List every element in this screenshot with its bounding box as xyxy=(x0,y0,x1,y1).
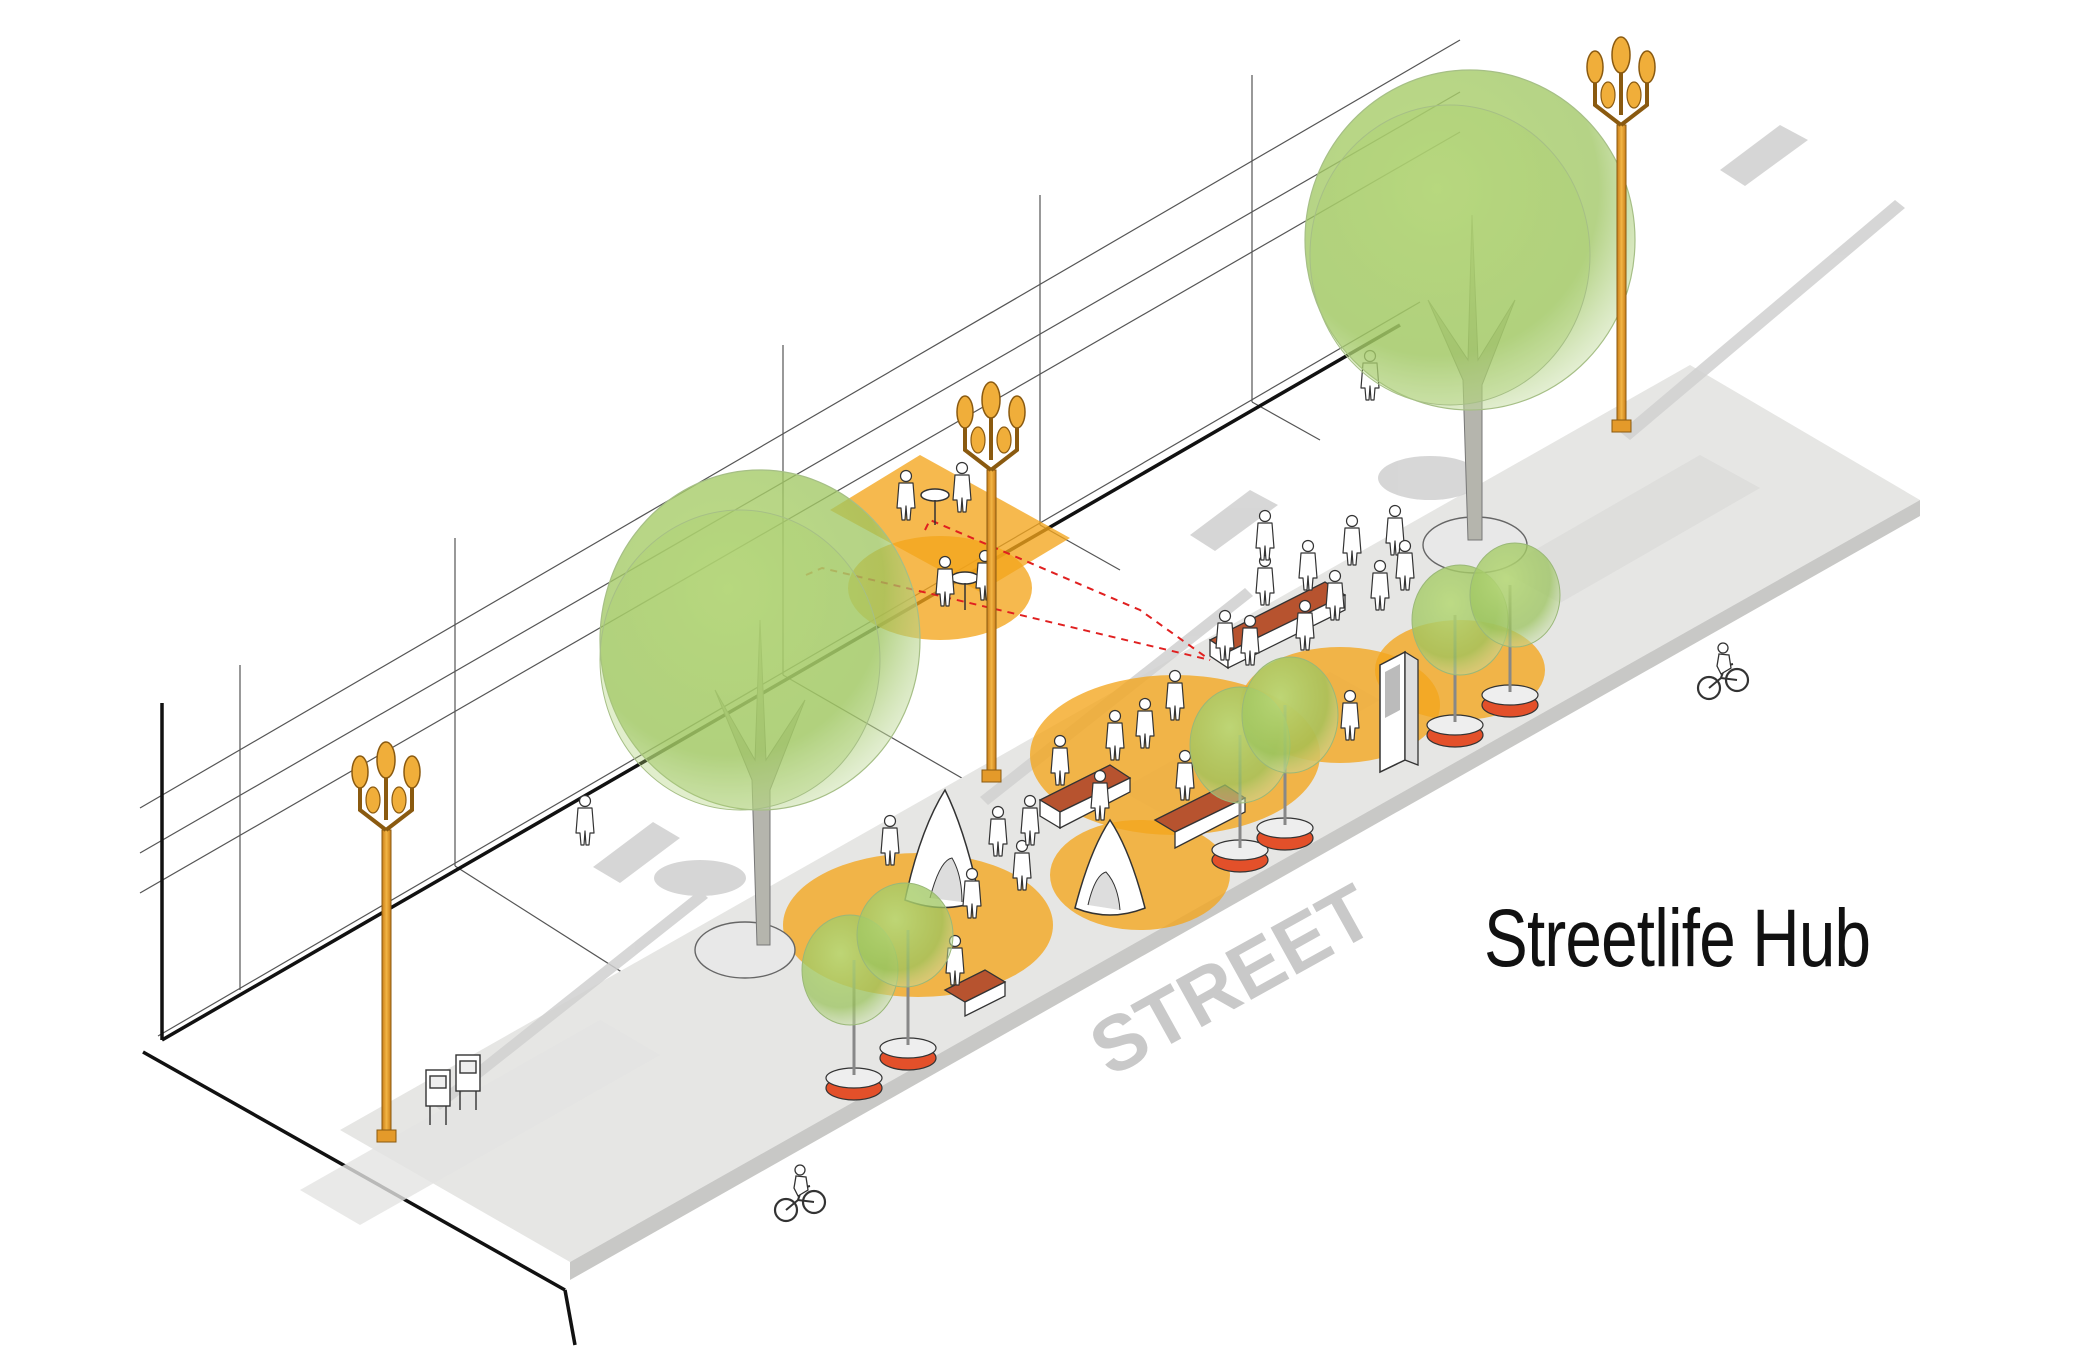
cafe-tables xyxy=(896,461,995,610)
planter-icon xyxy=(1211,839,1269,873)
pod-shelter-icon xyxy=(904,788,981,909)
tree-icon xyxy=(599,469,921,946)
diagram-title: Streetlife Hub xyxy=(1484,893,1871,984)
plaza-zone-pods xyxy=(1050,820,1230,930)
newspaper-box-icon xyxy=(455,1054,481,1110)
planter-icon xyxy=(1426,714,1484,748)
newspaper-box-icon xyxy=(425,1069,451,1125)
tree-icon xyxy=(1304,69,1636,541)
bench-icon xyxy=(943,969,1007,1018)
planter-icon xyxy=(825,1067,883,1101)
cafe-table-icon xyxy=(935,549,995,610)
streetlight-icon xyxy=(956,381,1026,783)
bicycle-icon xyxy=(1696,641,1750,701)
streetlights xyxy=(351,36,1656,1143)
streetlight-icon xyxy=(1586,36,1656,433)
planter-icon xyxy=(879,1037,937,1071)
newspaper-boxes xyxy=(425,1054,481,1125)
person-icon xyxy=(1255,554,1275,606)
planters xyxy=(825,684,1539,1101)
small-tree-canopies xyxy=(801,542,1561,1026)
person-icon xyxy=(575,794,595,846)
streetlight-icon xyxy=(351,741,421,1143)
kiosk-icon xyxy=(1379,650,1419,774)
bicycle-icon xyxy=(773,1163,827,1223)
pod-shelters xyxy=(904,788,1146,916)
cafe-table-icon xyxy=(896,461,972,525)
planter-icon xyxy=(1481,684,1539,718)
